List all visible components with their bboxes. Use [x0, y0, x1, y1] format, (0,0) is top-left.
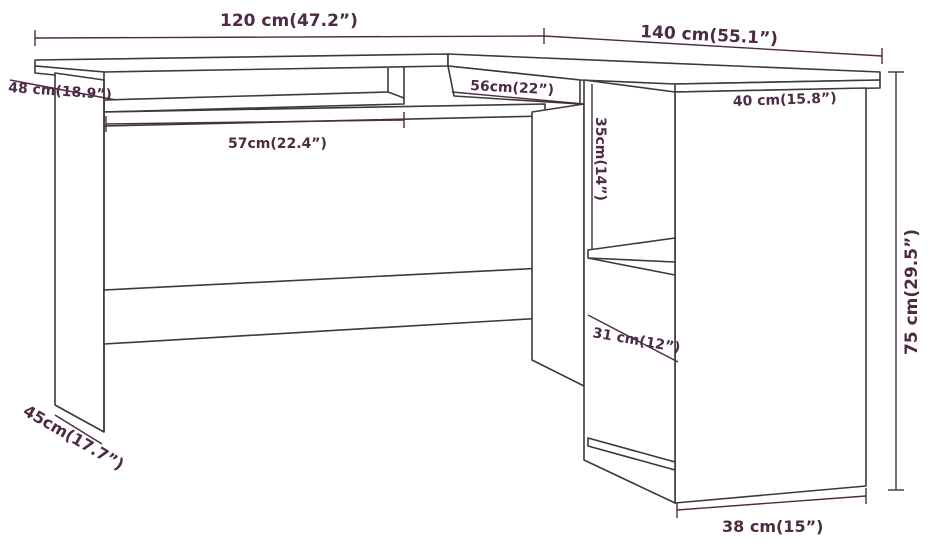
desktop-top-left [34, 53, 449, 73]
label-top-width-left: 120 cm(47.2”) [220, 11, 358, 31]
left-side-panel [54, 72, 105, 433]
desk-outline [34, 53, 881, 504]
middle-support-panel [531, 103, 585, 387]
label-shelf-height: 35cm(14”) [592, 117, 608, 201]
dimension-lines [9, 28, 904, 518]
cabinet-shelf-upper [587, 237, 676, 263]
label-bottom-right-width: 38 cm(15”) [722, 517, 823, 536]
right-cabinet-front [674, 87, 867, 504]
label-top-width-right: 140 cm(55.1”) [640, 22, 779, 49]
modesty-panel [103, 267, 546, 345]
label-depth-left-top: 48 cm(18.9”) [8, 80, 113, 103]
right-cabinet-inner [583, 79, 676, 504]
label-side-depth: 40 cm(15.8”) [733, 90, 837, 110]
label-total-height: 75 cm(29.5”) [902, 229, 922, 355]
label-keyboard-tray-depth: 56cm(22”) [470, 78, 555, 98]
label-keyboard-tray-width: 57cm(22.4”) [228, 136, 327, 152]
cabinet-shelf-lower [587, 437, 676, 471]
